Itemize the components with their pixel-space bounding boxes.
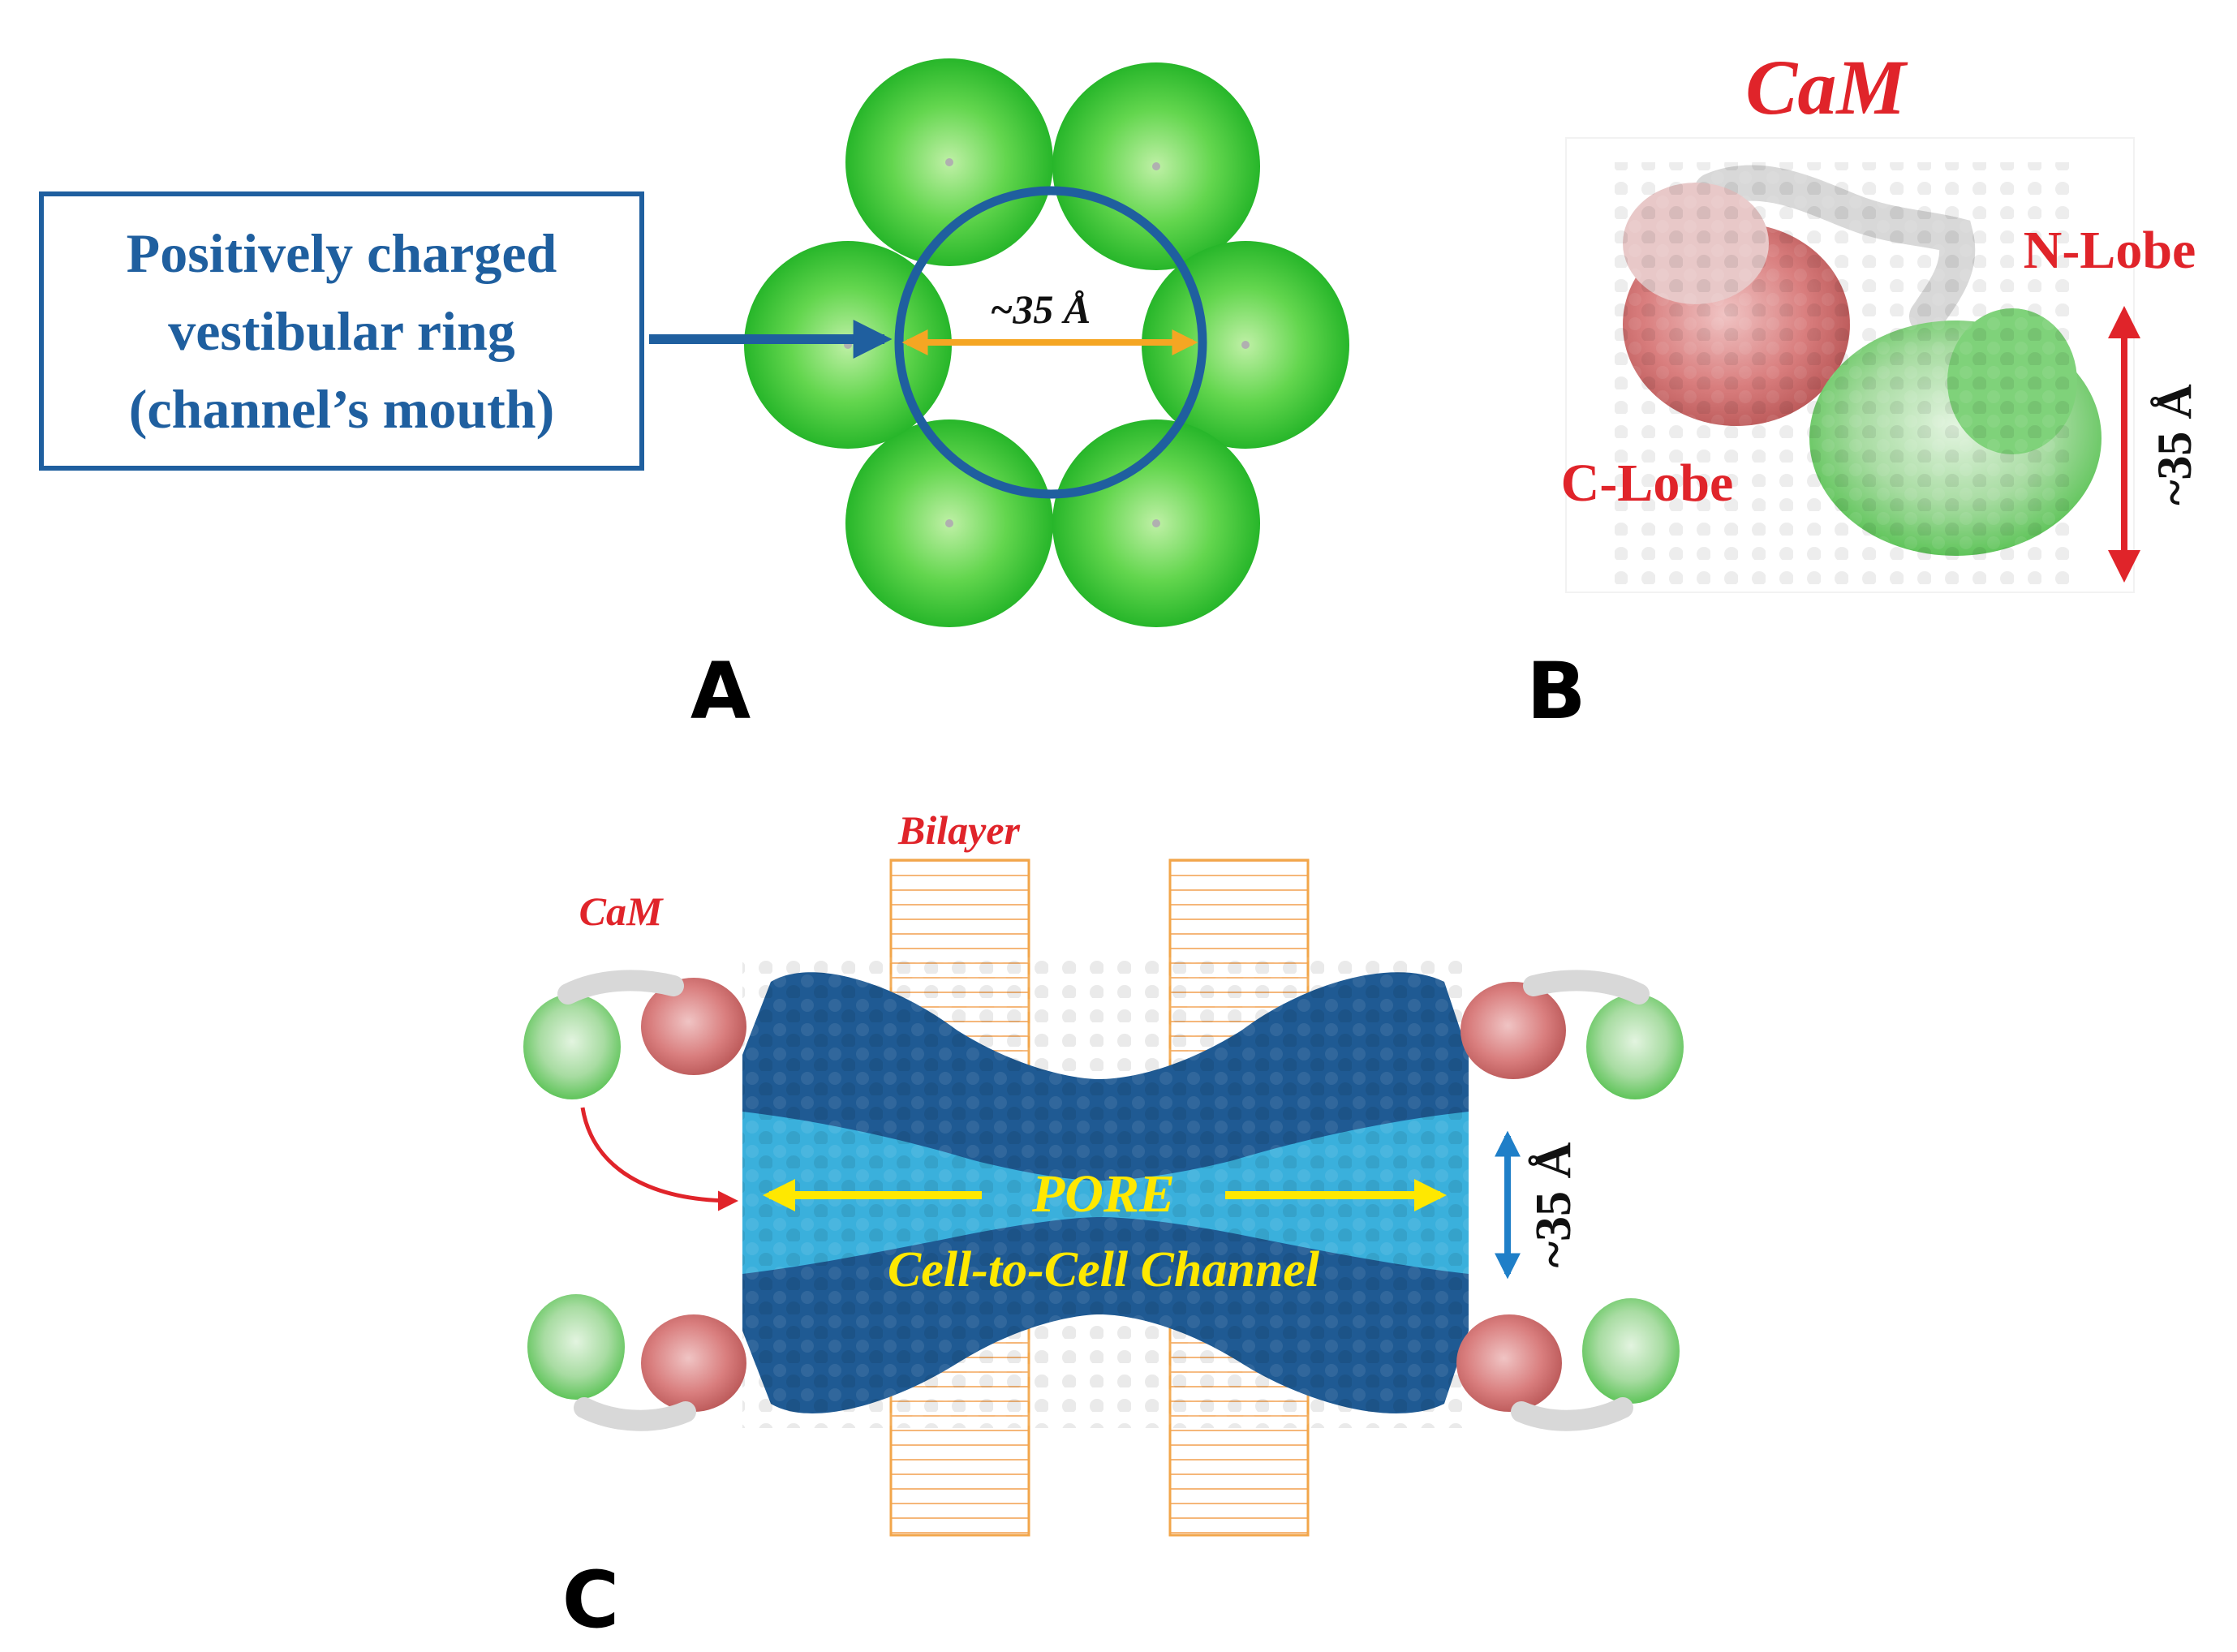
- panel-b-letter: B: [1526, 646, 1585, 737]
- c-dimension-label: ~35 Å: [1526, 1142, 1581, 1268]
- panel-c-letter: C: [562, 1555, 619, 1646]
- n-lobe-label: N-Lobe: [2024, 221, 2196, 280]
- vestibular-ring-callout: Positively charged vestibular ring (chan…: [39, 191, 644, 471]
- b-dimension-label: ~35 Å: [2148, 384, 2201, 505]
- cam-binding-arrow: [580, 1107, 738, 1211]
- cam-title: CaM: [1745, 44, 1908, 131]
- cam-top-left: [523, 970, 746, 1099]
- panel-b: CaM N-Lobe C-Lobe ~35 Å B: [1526, 44, 2201, 737]
- ring-diameter-label: ~35 Å: [990, 286, 1091, 332]
- panel-a: ~35 Å A: [649, 58, 1349, 737]
- cam-top-right: [1461, 970, 1684, 1099]
- bilayer-label: Bilayer: [897, 807, 1021, 853]
- cam-molecules: [523, 970, 1684, 1431]
- c-cam-label: CaM: [579, 888, 664, 934]
- channel-label: Cell-to-Cell Channel: [888, 1242, 1320, 1297]
- panel-a-letter: A: [690, 646, 751, 737]
- vestibular-ring-callout-text: Positively charged vestibular ring (chan…: [126, 222, 557, 440]
- cam-bottom-right: [1456, 1298, 1680, 1431]
- cam-structure: [1615, 162, 2101, 584]
- cam-bottom-left: [527, 1294, 746, 1431]
- panel-c: Bilayer: [523, 807, 1684, 1646]
- pore-label: PORE: [1031, 1164, 1175, 1224]
- vestibular-ring: [894, 186, 1207, 499]
- c-lobe-label: C-Lobe: [1561, 454, 1734, 513]
